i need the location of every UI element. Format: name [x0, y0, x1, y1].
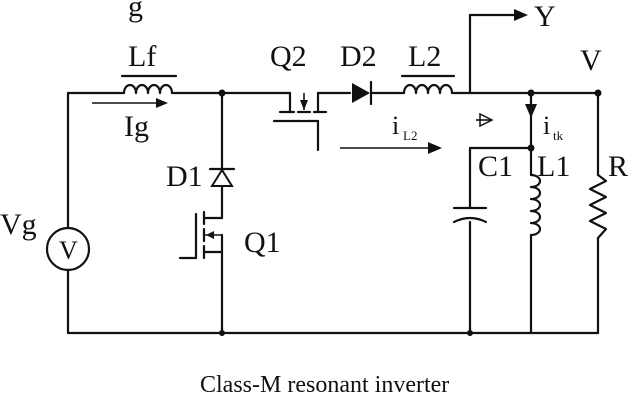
diode-d1 [208, 167, 236, 187]
label-ig: Ig [124, 110, 149, 143]
node-c [527, 144, 535, 152]
label-c1: C1 [478, 150, 513, 183]
node-d [219, 330, 225, 336]
label-d1: D1 [166, 160, 203, 193]
output-y-arrow [468, 9, 528, 95]
capacitor-c1 [452, 206, 488, 224]
current-arrow-itk [525, 104, 537, 118]
label-q2: Q2 [270, 40, 307, 73]
source-symbol: V [59, 236, 78, 265]
node-a [218, 89, 226, 97]
voltage-source: V [45, 226, 91, 272]
label-il2-main: i [392, 111, 399, 140]
label-il2-sub: L2 [403, 128, 417, 143]
label-vg: Vg [0, 208, 37, 241]
top-partial-text: g [128, 0, 143, 23]
label-l2: L2 [408, 40, 441, 73]
node-b [527, 89, 535, 97]
mosfet-q1 [178, 204, 224, 264]
resistor-r [588, 173, 608, 240]
label-q1: Q1 [244, 226, 281, 259]
diode-d2 [352, 80, 373, 106]
label-y: Y [534, 0, 556, 33]
label-l1: L1 [537, 150, 570, 183]
label-lf: Lf [128, 40, 156, 73]
inductor-lf [116, 74, 180, 95]
small-current-arrow [476, 112, 494, 128]
label-r: R [608, 150, 628, 183]
diagram-caption: Class-M resonant inverter [200, 372, 449, 398]
node-e [467, 330, 473, 336]
label-itk-sub: tk [553, 128, 564, 143]
label-itk-main: i [543, 111, 550, 140]
node-v [594, 89, 602, 97]
current-arrow-ig [92, 98, 168, 108]
wires [66, 91, 600, 335]
label-d2: D2 [340, 40, 377, 73]
current-arrow-il2 [340, 142, 442, 154]
mosfet-q2 [272, 91, 328, 152]
inductor-l2 [398, 74, 462, 95]
inductor-l1 [529, 173, 542, 237]
label-v: V [580, 44, 602, 77]
